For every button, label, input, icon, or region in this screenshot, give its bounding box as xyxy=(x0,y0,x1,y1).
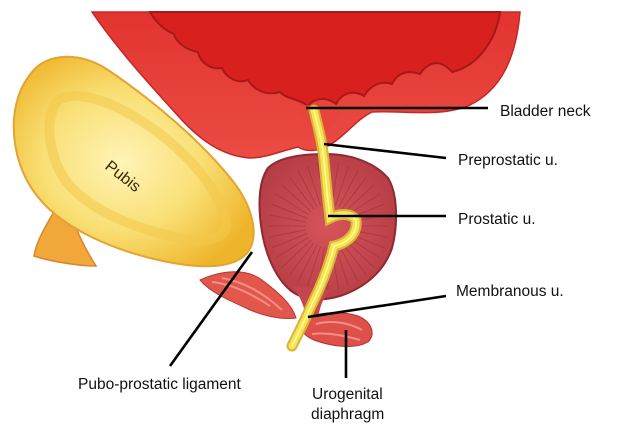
label-preprostatic: Preprostatic u. xyxy=(458,152,558,169)
label-urogenital-line2: diaphragm xyxy=(311,406,384,423)
label-urogenital-line1: Urogenital xyxy=(312,386,383,403)
pointer-pubo-prostatic xyxy=(170,252,252,366)
label-membranous: Membranous u. xyxy=(456,283,564,300)
label-prostatic: Prostatic u. xyxy=(458,211,536,228)
label-pubo-prostatic: Pubo-prostatic ligament xyxy=(78,376,242,393)
label-bladder-neck: Bladder neck xyxy=(500,103,591,120)
